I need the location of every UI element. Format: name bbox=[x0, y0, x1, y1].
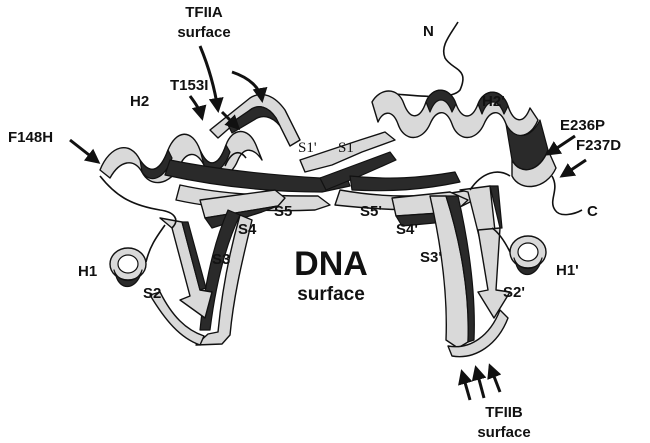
s5-prime-label: S5' bbox=[360, 203, 382, 220]
dna-surface-label: surface bbox=[297, 284, 365, 305]
s5-label: S5 bbox=[274, 203, 292, 220]
s3-label: S3 bbox=[212, 251, 230, 268]
c-terminus-label: C bbox=[587, 203, 598, 220]
tfiib-arrow-3 bbox=[490, 366, 500, 392]
strand-s3-prime bbox=[430, 196, 474, 348]
f237d-arrow bbox=[562, 160, 586, 176]
helix-h2-prime bbox=[372, 90, 556, 186]
s2-prime-label: S2' bbox=[503, 284, 525, 301]
left-domain bbox=[100, 94, 350, 345]
t153i-label: T153I bbox=[170, 77, 208, 94]
e236p-arrow bbox=[548, 136, 575, 154]
h1-prime-label: H1' bbox=[556, 262, 579, 279]
h2-arrow bbox=[190, 96, 202, 118]
tfiib-label-line1: TFIIB bbox=[485, 404, 523, 421]
s3-prime-label: S3' bbox=[420, 249, 442, 266]
h2-prime-label: H2' bbox=[482, 93, 505, 110]
tfiib-label-line2: surface bbox=[477, 424, 530, 441]
tfiib-arrow-1 bbox=[462, 372, 470, 400]
tfiia-label-line2: surface bbox=[177, 24, 230, 41]
left-h1-coil bbox=[146, 225, 165, 262]
f237d-label: F237D bbox=[576, 137, 621, 154]
s2-label: S2 bbox=[143, 285, 161, 302]
labels: TFIIA surface N H2 T153I H2' E236P F237D… bbox=[8, 4, 621, 441]
s4-prime-label: S4' bbox=[396, 221, 418, 238]
right-domain bbox=[300, 22, 582, 357]
s1-label: S1 bbox=[338, 140, 354, 156]
h2-label: H2 bbox=[130, 93, 149, 110]
tfiib-arrow-2 bbox=[476, 368, 484, 398]
helix-h1 bbox=[110, 248, 146, 287]
strand-s1-prime-region bbox=[210, 94, 300, 146]
h1-label: H1 bbox=[78, 263, 97, 280]
s1-prime-label: S1' bbox=[298, 140, 317, 156]
helix-h1-prime bbox=[510, 236, 546, 275]
n-terminus-label: N bbox=[423, 23, 434, 40]
e236p-label: E236P bbox=[560, 117, 605, 134]
f148h-label: F148H bbox=[8, 129, 53, 146]
tfiia-label-line1: TFIIA bbox=[185, 4, 223, 21]
c-terminal-coil bbox=[552, 176, 582, 215]
s4-label: S4 bbox=[238, 221, 257, 238]
f148h-arrow bbox=[70, 140, 98, 162]
dna-label: DNA bbox=[294, 245, 368, 283]
